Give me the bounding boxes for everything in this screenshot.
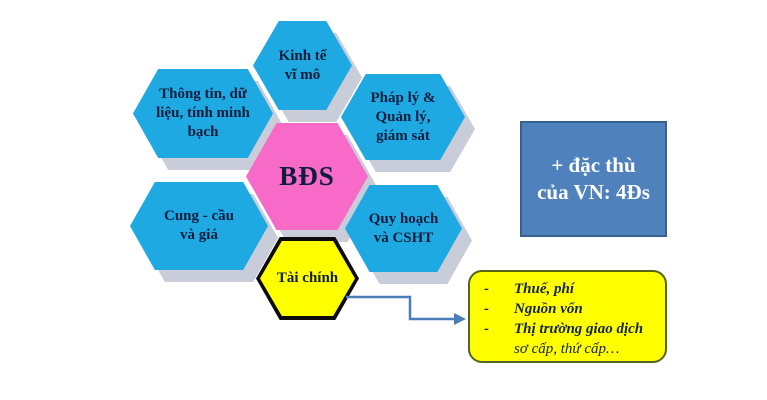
hexagon-label: Pháp lý & Quản lý, giám sát <box>370 89 436 144</box>
list-item: - Thị trường giao dịch <box>484 319 657 339</box>
list-item: - Thuế, phí <box>484 279 657 299</box>
hexagon-label: Tài chính <box>276 270 339 286</box>
center-label: BĐS <box>279 161 335 191</box>
hexagon-quy-hoach: Quy hoạch và CSHT <box>345 185 462 272</box>
list-suffix-text: sơ cấp, thứ cấp… <box>514 341 620 357</box>
bullet-dash: - <box>484 321 489 337</box>
list-item-text: Thuế, phí <box>514 281 575 297</box>
list-item-text: Thị trường giao dịch <box>514 321 644 337</box>
hexagon-thong-tin: Thông tin, dữ liệu, tính minh bạch <box>133 69 273 158</box>
list-item: - Nguồn vốn <box>484 299 657 319</box>
hexagon-bds-center: BĐS <box>246 123 368 230</box>
list-item-text: Nguồn vốn <box>514 301 583 317</box>
hexagon-label: Thông tin, dữ liệu, tính minh bạch <box>156 86 250 140</box>
bullet-dash: - <box>484 301 489 317</box>
hexagon-label: Quy hoạch và CSHT <box>368 210 439 246</box>
vn-specifics-box: + đặc thù của VN: 4Đs <box>520 121 667 237</box>
hexagon-tai-chinh: Tài chính <box>256 237 359 320</box>
hexagon-label: Cung - cầu và giá <box>163 208 234 243</box>
hexagon-cung-cau: Cung - cầu và giá <box>130 182 268 270</box>
hexagon-label: Kinh tế vĩ mô <box>278 47 327 83</box>
hexagon-phap-ly: Pháp lý & Quản lý, giám sát <box>341 74 465 160</box>
finance-details-box: - Thuế, phí - Nguồn vốn - Thị trường gia… <box>468 270 667 363</box>
bullet-dash: - <box>484 281 489 297</box>
vn-specifics-label: + đặc thù của VN: 4Đs <box>537 153 650 204</box>
hexagon-tai-chinh-fill: Tài chính <box>260 241 355 316</box>
